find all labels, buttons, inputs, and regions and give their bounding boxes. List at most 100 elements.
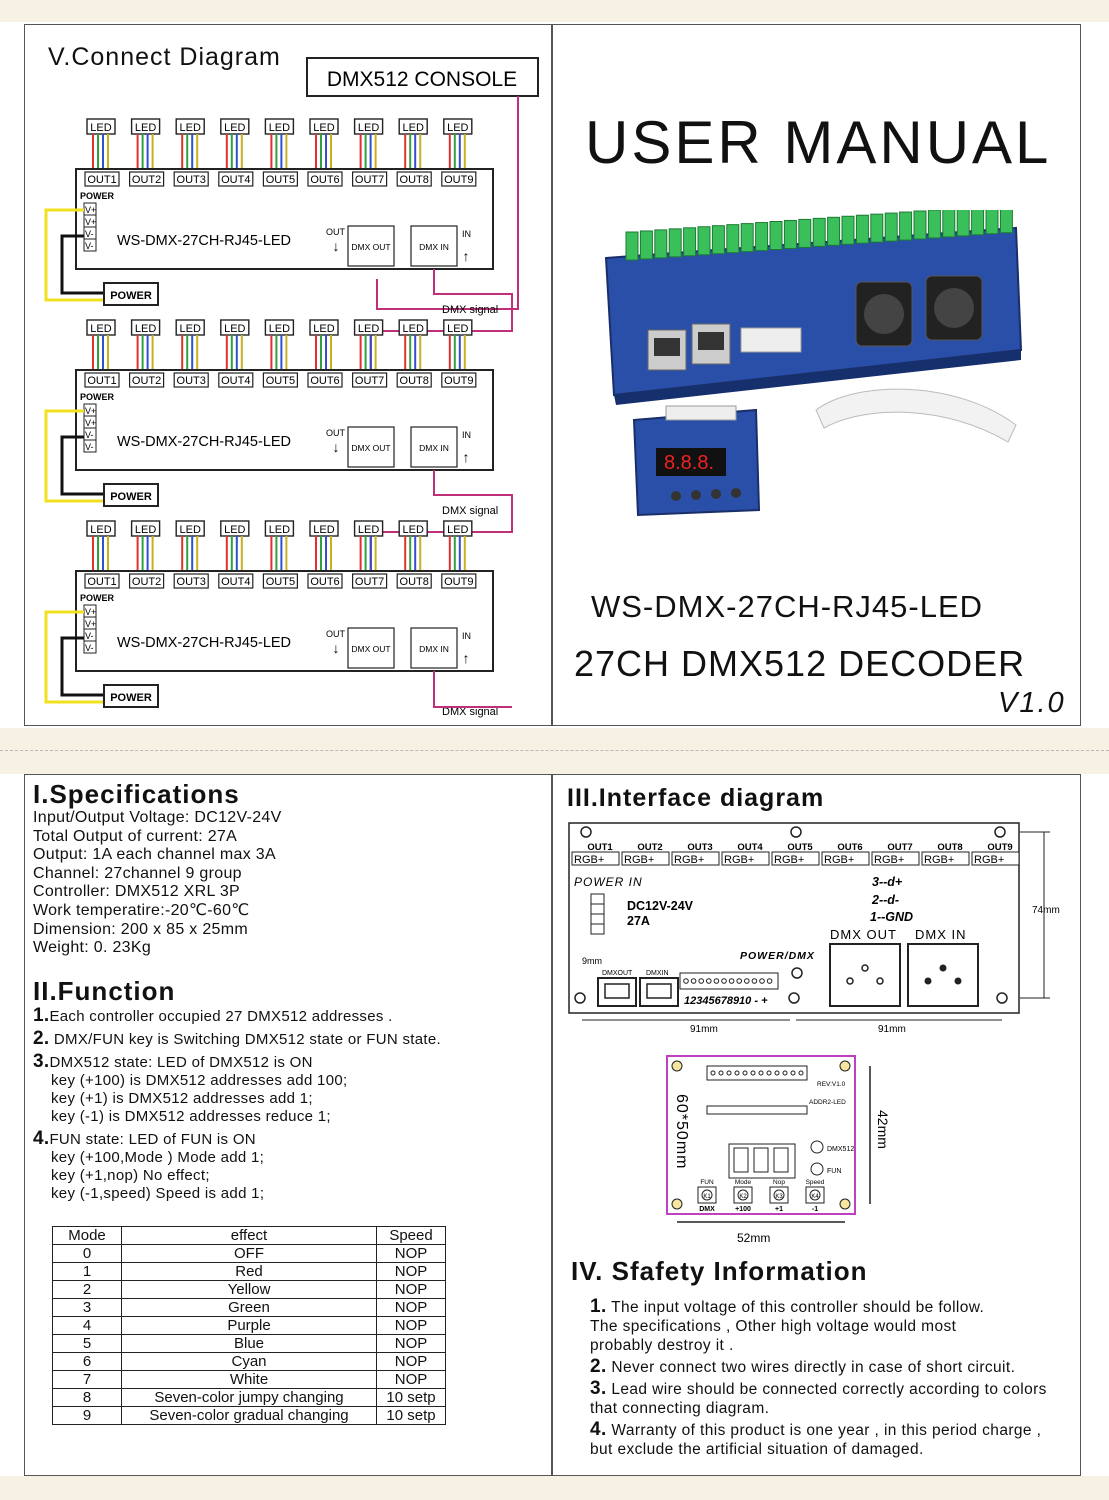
- iface-voltage: DC12V-24V: [627, 899, 694, 913]
- rgb-label: RGB+: [724, 854, 754, 866]
- arrow-up-icon: ↑: [463, 248, 470, 264]
- rgb-terminal: [671, 851, 720, 866]
- out-terminal: [128, 171, 165, 187]
- terminal-block-icon: [654, 229, 668, 259]
- power-wire-black: [60, 435, 104, 496]
- header-pin-icon: [683, 978, 689, 984]
- led-label: LED: [447, 524, 468, 536]
- pin-label: V+: [85, 205, 96, 215]
- table-cell: 7: [52, 1370, 122, 1389]
- function-subline: key (+1,nop) No effect;: [51, 1167, 210, 1184]
- out-terminal: [218, 573, 254, 589]
- rgb-label: RGB+: [774, 854, 804, 866]
- iface-dmx-out-label: DMX OUT: [830, 927, 897, 942]
- top-band: [0, 0, 1109, 22]
- power-box: [103, 282, 159, 306]
- power-label: POWER: [80, 191, 115, 201]
- key-id-label: K3: [775, 1194, 783, 1200]
- xlr-out-connector: [829, 943, 901, 1007]
- spec-line: Weight: 0. 23Kg: [33, 939, 152, 957]
- safety-text: Lead wire should be connected correctly …: [606, 1381, 1047, 1398]
- col-speed-header: Speed: [376, 1226, 446, 1245]
- col-mode-header: Mode: [52, 1226, 122, 1245]
- connect-diagram-panel: [24, 24, 553, 726]
- led-label: LED: [269, 323, 290, 335]
- out-label: OUT5: [266, 576, 295, 588]
- rgb-label: RGB+: [874, 854, 904, 866]
- cover-subtitle: 27CH DMX512 DECODER: [574, 643, 1026, 684]
- pin-label: V-: [85, 229, 94, 239]
- header-pin-icon: [766, 1070, 772, 1076]
- header-pin-icon: [718, 1070, 724, 1076]
- header-pin-icon: [726, 1070, 732, 1076]
- mount-hole-icon: [790, 826, 802, 838]
- out-label: OUT6: [310, 576, 339, 588]
- rgb-terminal: [871, 851, 920, 866]
- rgb-label: RGB+: [824, 854, 854, 866]
- mount-hole-icon: [574, 992, 586, 1004]
- out-label: OUT5: [266, 375, 295, 387]
- key-function-label: +1: [775, 1206, 783, 1213]
- pin1-label: 1--GND: [870, 910, 913, 924]
- out-terminal: [352, 171, 388, 187]
- led-box: [264, 520, 295, 537]
- terminal-block-icon: [740, 223, 754, 253]
- dmx-in-label: DMX IN: [419, 644, 449, 654]
- mount-hole-icon: [994, 826, 1006, 838]
- dmxout-small-label: DMXOUT: [602, 970, 633, 977]
- key-button-icon: [731, 488, 741, 498]
- led-box: [309, 520, 339, 537]
- header-pin-icon: [751, 978, 758, 984]
- table-cell: NOP: [376, 1298, 446, 1317]
- led-label: LED: [313, 524, 334, 536]
- middle-band: [0, 728, 1109, 774]
- power-wire-yellow: [44, 409, 104, 503]
- led-label: LED: [179, 323, 200, 335]
- power-pin-box: [590, 893, 605, 905]
- power-pin-box: [590, 903, 605, 915]
- safety-line: but exclude the artificial situation of …: [590, 1441, 924, 1458]
- out-label: OUT2: [132, 576, 161, 588]
- spec-line: Input/Output Voltage: DC12V-24V: [33, 809, 282, 826]
- header-pin-icon: [690, 978, 697, 984]
- xlr-pin-icon: [924, 977, 932, 985]
- spec-line: Dimension: 200 x 85 x 25mm: [33, 920, 249, 938]
- dmx-in-label: DMX IN: [419, 443, 449, 453]
- xlr-pin-icon: [939, 964, 947, 972]
- out-label: OUT5: [266, 174, 295, 186]
- iface-out-label: OUT9: [987, 842, 1012, 853]
- out-terminal: [84, 171, 120, 187]
- out-label: OUT2: [132, 174, 161, 186]
- key-button-icon: [701, 1189, 713, 1201]
- board-size-label: 60*50mm: [673, 1094, 690, 1169]
- digit-icon: [773, 1147, 789, 1173]
- arrow-up-icon: ↑: [463, 650, 470, 666]
- iface-out-label: OUT5: [787, 842, 813, 853]
- key-button-icon: [711, 489, 721, 499]
- key-button: [697, 1186, 717, 1204]
- pin-box: [83, 238, 97, 252]
- function-item: 1.Each controller occupied 27 DMX512 add…: [33, 1006, 441, 1026]
- terminal-block-icon: [956, 210, 970, 237]
- function-number: 3.: [33, 1051, 50, 1072]
- power-wire-yellow: [44, 208, 104, 302]
- dim-52-label: 52mm: [737, 1231, 770, 1243]
- rgb-label: RGB+: [674, 854, 704, 866]
- table-cell: Cyan: [121, 1352, 377, 1371]
- led-box: [130, 319, 161, 336]
- table-cell: White: [121, 1370, 377, 1389]
- terminal-block-icon: [711, 225, 725, 255]
- terminal-block-icon: [927, 210, 941, 239]
- terminal-block-icon: [769, 221, 783, 250]
- led-label: LED: [313, 323, 334, 335]
- table-cell: 1: [52, 1262, 122, 1281]
- header-pin-icon: [750, 1070, 756, 1076]
- power-label: POWER: [80, 593, 115, 603]
- power-label: POWER: [80, 392, 115, 402]
